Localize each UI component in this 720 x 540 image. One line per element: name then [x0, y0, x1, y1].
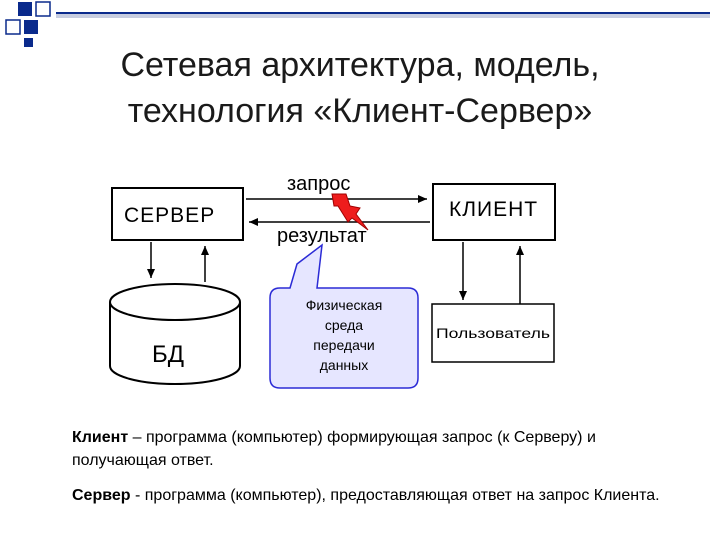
result-label: результат [277, 225, 367, 247]
medium-line: данных [320, 357, 368, 373]
title-decoration [5, 1, 710, 47]
database-cylinder [109, 302, 241, 385]
server-text: - программа (компьютер), предоставляющая… [130, 487, 660, 504]
medium-line: среда [325, 317, 363, 333]
page-title: Сетевая архитектура, модель, технология … [0, 42, 720, 134]
lightning-icon [331, 193, 369, 231]
medium-callout [269, 243, 419, 389]
deco-square [5, 19, 21, 35]
client-server-diagram: СЕРВЕР КЛИЕНТ запрос результат БД Физиче… [109, 173, 556, 389]
server-box [111, 187, 244, 241]
request-label: запрос [287, 173, 350, 195]
title-rule [56, 12, 710, 18]
client-term: Клиент [72, 429, 129, 446]
server-definition: Сервер - программа (компьютер), предоста… [72, 484, 692, 507]
medium-line: Физическая [306, 297, 383, 313]
client-definition: Клиент – программа (компьютер) формирующ… [72, 426, 692, 472]
title-line-1: Сетевая архитектура, модель, [120, 46, 600, 84]
user-label: Пользователь [436, 325, 550, 341]
deco-square [24, 20, 38, 34]
server-term: Сервер [72, 487, 131, 504]
deco-square [24, 38, 33, 47]
client-text: – программа (компьютер) формирующая запр… [72, 429, 596, 469]
user-box [431, 303, 555, 363]
medium-line: передачи [313, 337, 374, 353]
client-box [432, 183, 556, 241]
deco-square [35, 1, 51, 17]
title-line-2: технология «Клиент-Сервер» [127, 92, 593, 130]
title-rule-line [56, 12, 710, 14]
deco-square [18, 2, 32, 16]
client-label: КЛИЕНТ [449, 198, 538, 221]
database-top [109, 283, 241, 321]
db-label: БД [152, 341, 184, 368]
server-label: СЕРВЕР [124, 204, 215, 227]
